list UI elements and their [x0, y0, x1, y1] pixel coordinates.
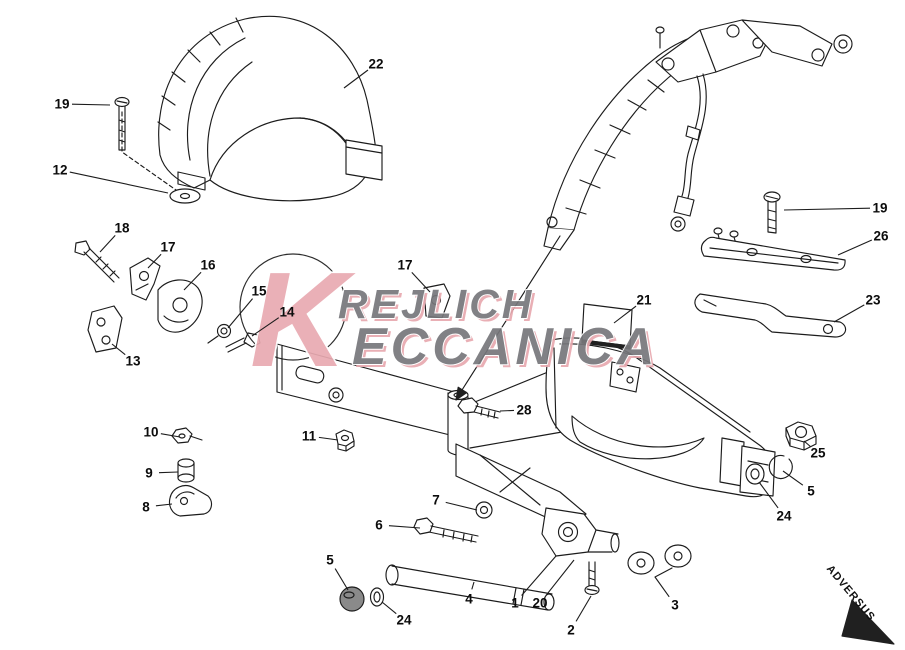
part-4-pivot-shaft: [385, 564, 555, 611]
part-5-circlip-right: [768, 454, 793, 480]
part-23-brake-stay-strip: [694, 293, 847, 338]
part-10-bolt: [171, 427, 203, 444]
part-8-clamp: [168, 485, 213, 517]
part-19-screw-right: [763, 191, 781, 234]
badge-arrow-icon: [841, 599, 895, 645]
part-3-washers: [627, 544, 692, 578]
part-26-tensioner-bar: [700, 227, 846, 271]
watermark-line2-shadow: ECCANICA: [355, 321, 661, 379]
part-25-nut: [785, 421, 817, 451]
watermark-line2: ECCANICA: [352, 318, 658, 376]
pivot-assembly: [541, 507, 620, 557]
part-17-bracket-right: [423, 283, 451, 319]
brake-hose: [670, 73, 707, 232]
watermark-line1: REJLICH: [338, 281, 534, 327]
suspension-linkage-plates: [655, 19, 853, 83]
part-18-bolt: [74, 240, 120, 283]
part-19-screw-left: [114, 96, 130, 151]
part-24-washer-right: [745, 463, 765, 485]
part-11-nut: [335, 429, 355, 452]
part-28-bolt: [457, 397, 501, 419]
watermark: K REJLICH REJLICH ECCANICA ECCANICA: [239, 242, 661, 397]
watermark-big-letter: K: [250, 244, 356, 395]
part-5-end-cap-left: [339, 586, 365, 612]
part-22-rear-fender: [121, 15, 383, 202]
part-24-ring-left: [369, 587, 385, 607]
part-12-plate: [169, 188, 201, 204]
part-9-spacer: [177, 458, 195, 483]
part-16-chain-slider: [157, 279, 203, 333]
watermark-line1-shadow: REJLICH: [341, 284, 537, 330]
swingarm-body: [276, 337, 776, 531]
part-15-washer-bolt: [207, 323, 232, 344]
pointer-arrow: [455, 235, 561, 401]
part-6-bolt: [413, 517, 479, 543]
part-17-bracket-left: [129, 257, 161, 301]
part-13-bracket: [87, 305, 123, 353]
part-2-bolt: [584, 561, 600, 596]
part-7-washer: [475, 501, 493, 519]
